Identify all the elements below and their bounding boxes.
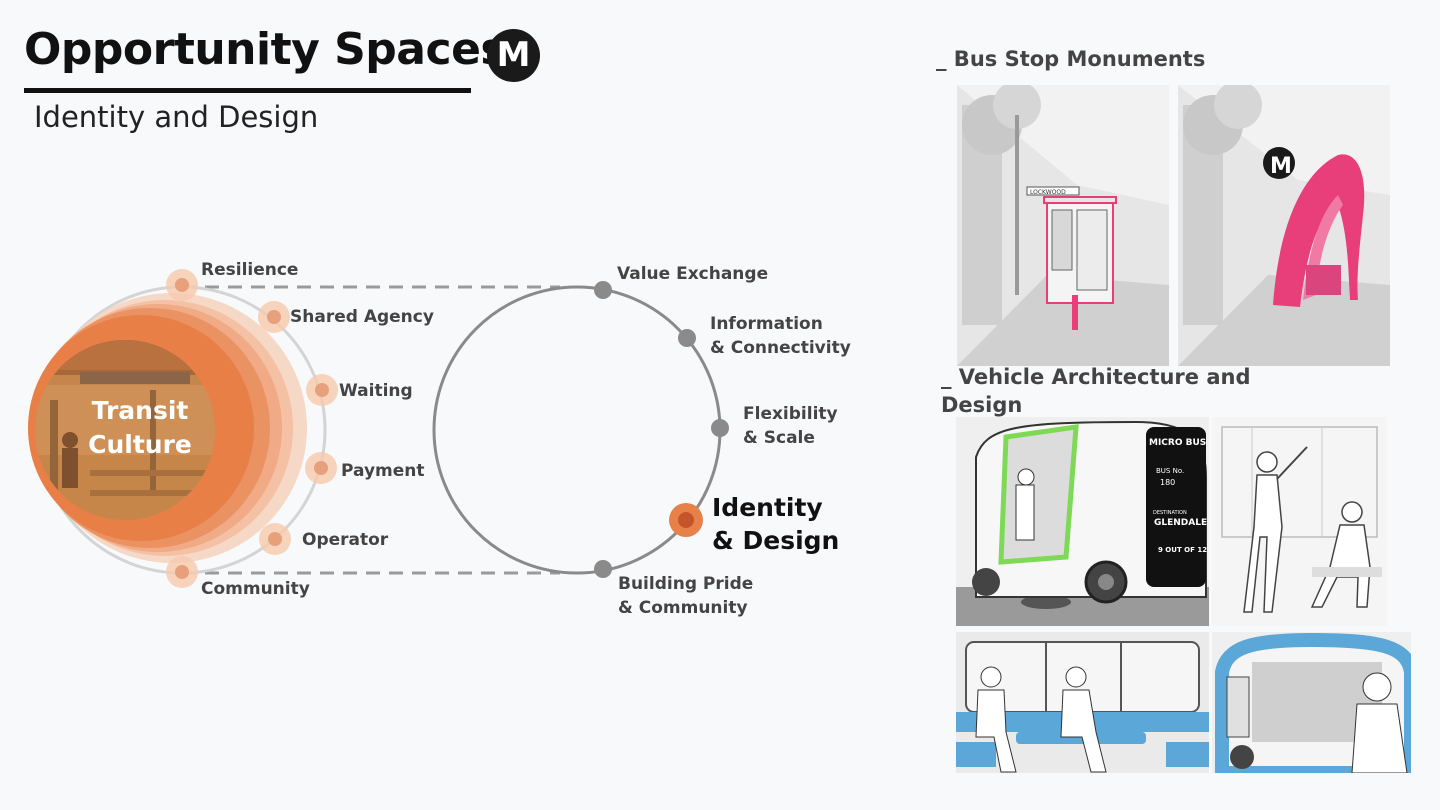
bus-stop-sign-text: LOCKWOOD	[1030, 189, 1066, 196]
spoke-dot-resilience	[166, 269, 198, 301]
ring-label-building-pride-line1: Building Pride	[618, 572, 753, 596]
bus-sign-line3: 180	[1160, 478, 1175, 487]
hub-label-line1: Transit	[60, 394, 220, 428]
ring-node-identity	[669, 503, 703, 537]
ring-label-flexibility-line2: & Scale	[743, 426, 838, 450]
ring-label-identity-line2: & Design	[712, 524, 839, 557]
bus-sign-line4: DESTINATION	[1153, 510, 1187, 516]
ring-label-identity-line1: Identity	[712, 491, 839, 524]
bus-shelter-monument-image: M	[1178, 85, 1390, 366]
spoke-label-shared-agency: Shared Agency	[290, 305, 434, 329]
ring-node-flexibility	[711, 419, 729, 437]
spoke-label-waiting: Waiting	[339, 379, 413, 403]
ring-label-value-exchange: Value Exchange	[617, 262, 768, 286]
vehicle-section-title: _ Vehicle Architecture and Design	[941, 363, 1251, 419]
hub-label: Transit Culture	[60, 394, 220, 462]
bus-stop-section-title: _ Bus Stop Monuments	[936, 45, 1205, 73]
spoke-dot-waiting	[306, 374, 338, 406]
bus-sign-line1: MICRO BUS	[1149, 438, 1206, 448]
spoke-dot-operator	[259, 523, 291, 555]
ring-node-information	[678, 329, 696, 347]
ring-label-information: Information & Connectivity	[710, 312, 851, 360]
spoke-dot-shared-agency	[258, 301, 290, 333]
bus-interior-seating-image	[956, 632, 1209, 773]
bus-sign-line2: BUS No.	[1156, 467, 1184, 475]
passengers-sketch-image	[1212, 417, 1387, 626]
bus-shelter-existing-image: LOCKWOOD	[957, 85, 1169, 366]
bus-sign-line6: 9 OUT OF 12	[1158, 546, 1207, 554]
spoke-label-operator: Operator	[302, 528, 388, 552]
bus-blue-front-image	[1212, 632, 1411, 773]
bus-sign-line5: GLENDALE	[1154, 518, 1207, 528]
micro-bus-exterior-image: MICRO BUS BUS No. 180 DESTINATION GLENDA…	[956, 417, 1209, 626]
ring-label-flexibility-line1: Flexibility	[743, 402, 838, 426]
ring-node-value-exchange	[594, 281, 612, 299]
vehicle-title-line1: _ Vehicle Architecture and	[941, 363, 1251, 391]
ring-label-building-pride-line2: & Community	[618, 596, 753, 620]
ring-node-building-pride	[594, 560, 612, 578]
ring-label-information-line1: Information	[710, 312, 851, 336]
spoke-label-payment: Payment	[341, 459, 425, 483]
spoke-dot-payment	[305, 452, 337, 484]
ring-label-information-line2: & Connectivity	[710, 336, 851, 360]
ring-label-flexibility: Flexibility & Scale	[743, 402, 838, 450]
vehicle-title-line2: Design	[941, 391, 1251, 419]
spoke-label-community: Community	[201, 577, 310, 601]
ring-label-building-pride: Building Pride & Community	[618, 572, 753, 620]
spoke-dot-community	[166, 556, 198, 588]
shelter-logo-letter: M	[1270, 154, 1292, 179]
ring-label-value-exchange-line1: Value Exchange	[617, 262, 768, 286]
hub-label-line2: Culture	[60, 428, 220, 462]
ring-label-identity: Identity & Design	[712, 491, 839, 557]
spoke-label-resilience: Resilience	[201, 258, 298, 282]
